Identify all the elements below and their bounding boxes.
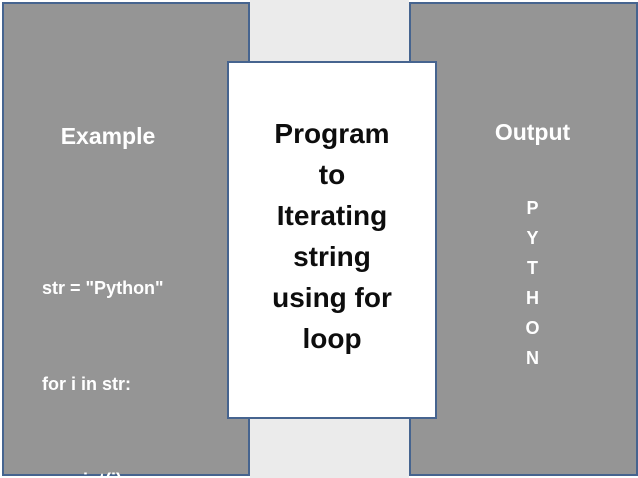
output-heading: Output [494,119,571,145]
example-code-block: str = "Python" for i in str: print(i) [42,208,164,478]
output-letter: P [526,198,539,218]
output-letter: O [525,318,540,338]
output-panel [409,2,638,476]
code-line: str = "Python" [42,278,164,298]
output-letter: H [526,288,539,308]
title-line: Program [274,118,390,149]
title-line: string [293,241,371,272]
output-letters: P Y T H O N [418,193,638,373]
output-letter: Y [526,228,539,248]
example-heading: Example [60,123,156,149]
output-letter: T [527,258,538,278]
code-line: for i in str: [42,374,131,394]
title-line: Iterating [276,200,388,231]
code-line: print(i) [42,464,164,478]
title-line: using for [272,282,392,313]
title-line: to [318,159,346,190]
output-letter: N [526,348,539,368]
title-card: Program to Iterating string using for lo… [227,61,437,419]
example-panel [2,2,250,476]
title-line: loop [302,323,362,354]
